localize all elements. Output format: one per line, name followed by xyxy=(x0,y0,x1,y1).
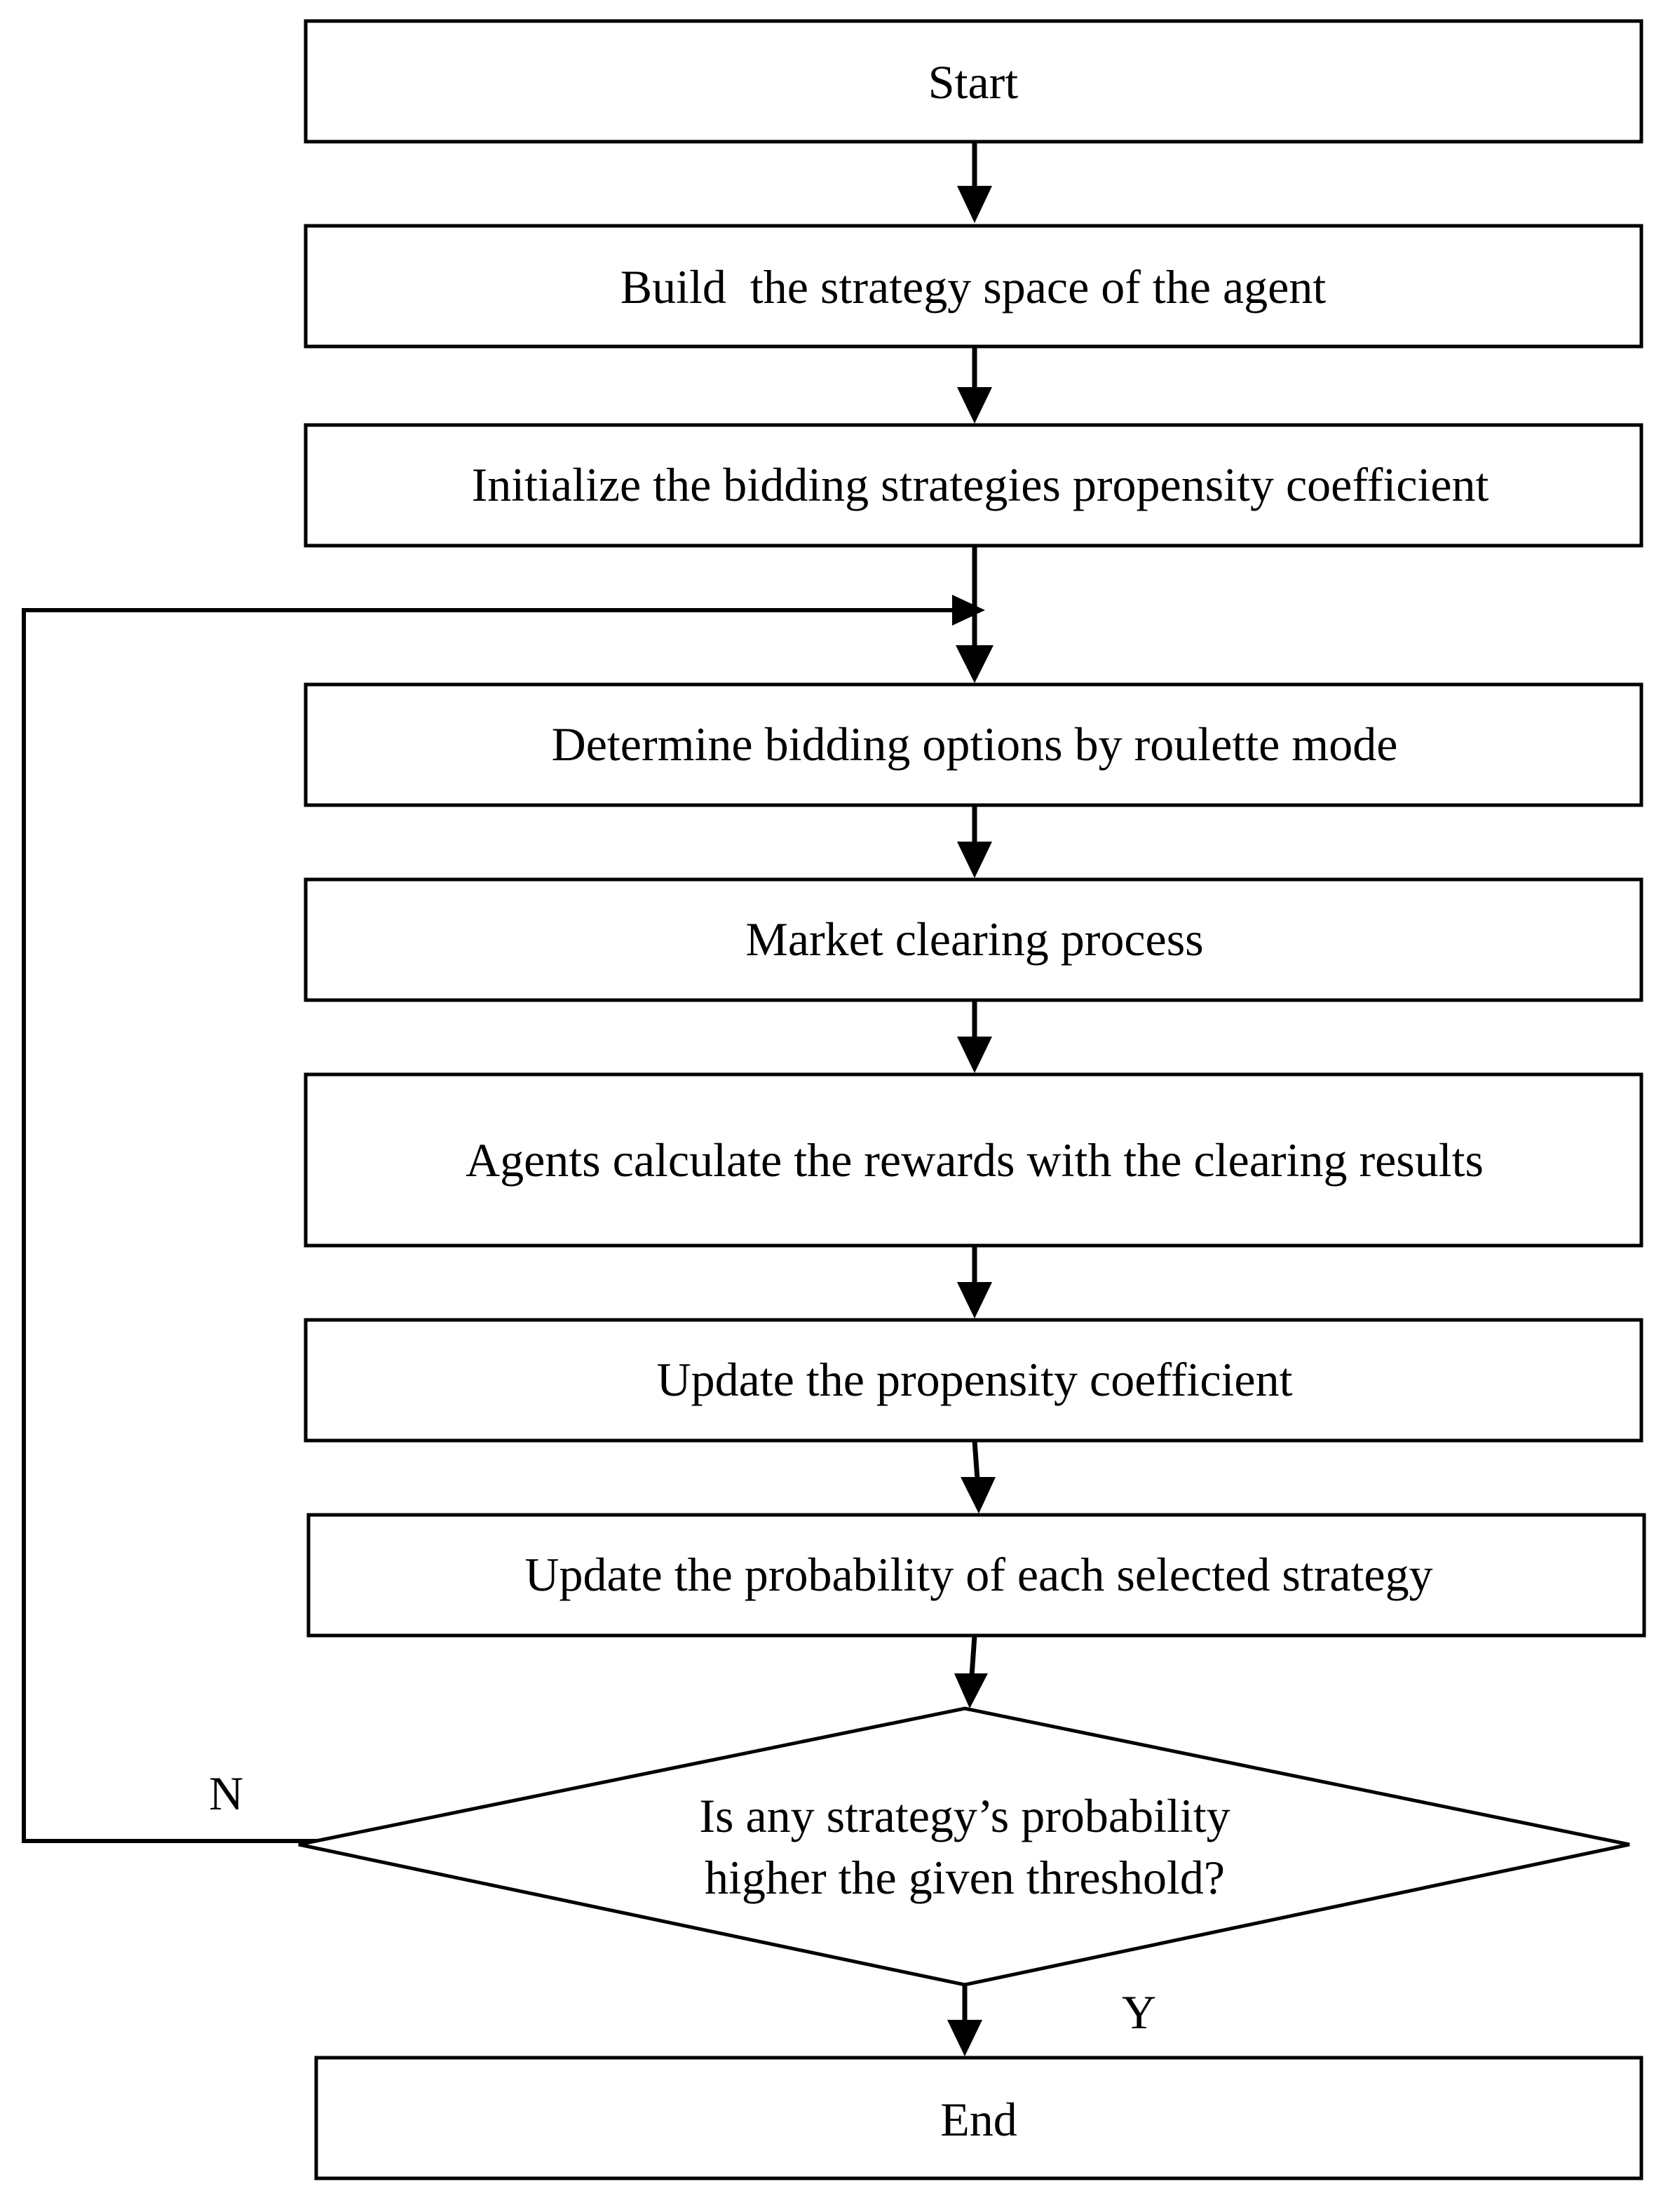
start-node: Start xyxy=(304,19,1643,144)
decision-question-line2: higher the given threshold? xyxy=(705,1851,1225,1904)
end-label: End xyxy=(940,2093,1017,2146)
decision-question-line1: Is any strategy’s probability xyxy=(699,1789,1230,1842)
calculate-rewards-label: Agents calculate the rewards with the cl… xyxy=(466,1133,1484,1187)
start-label: Start xyxy=(928,55,1019,109)
branch-label-no: N xyxy=(209,1767,243,1820)
arrow-market-to-agents xyxy=(957,1000,992,1073)
build-strategy-space-label: Build the strategy space of the agent xyxy=(621,260,1327,313)
arrow-update-probability-to-decision xyxy=(954,1635,988,1708)
initialize-propensity-step: Initialize the bidding strategies propen… xyxy=(304,423,1643,548)
build-strategy-space-step: Build the strategy space of the agent xyxy=(304,224,1643,349)
threshold-decision: Is any strategy’s probability higher the… xyxy=(298,1706,1630,1987)
market-clearing-step: Market clearing process xyxy=(304,877,1643,1002)
determine-bidding-options-step: Determine bidding options by roulette mo… xyxy=(304,682,1643,807)
arrow-build-to-initialize xyxy=(957,346,992,424)
arrow-start-to-build xyxy=(957,142,992,223)
arrow-initialize-to-determine xyxy=(956,546,994,683)
branch-label-yes: Y xyxy=(1122,1985,1156,2039)
arrow-update-propensity-to-update-probability xyxy=(961,1440,996,1513)
arrow-agents-to-update-propensity xyxy=(957,1246,992,1319)
update-probability-label: Update the probability of each selected … xyxy=(524,1548,1432,1601)
arrow-determine-to-market xyxy=(957,805,992,878)
loop-arrowhead xyxy=(952,595,985,626)
update-probability-step: Update the probability of each selected … xyxy=(306,1513,1646,1638)
market-clearing-label: Market clearing process xyxy=(745,912,1203,966)
end-node: End xyxy=(314,2056,1643,2180)
arrow-decision-to-end xyxy=(947,1985,982,2056)
loop-back-connector xyxy=(22,595,985,1843)
update-propensity-step: Update the propensity coefficient xyxy=(304,1318,1643,1443)
update-propensity-label: Update the propensity coefficient xyxy=(657,1353,1293,1406)
initialize-propensity-label: Initialize the bidding strategies propen… xyxy=(472,458,1489,511)
determine-bidding-options-label: Determine bidding options by roulette mo… xyxy=(552,717,1398,771)
calculate-rewards-step: Agents calculate the rewards with the cl… xyxy=(304,1072,1643,1248)
